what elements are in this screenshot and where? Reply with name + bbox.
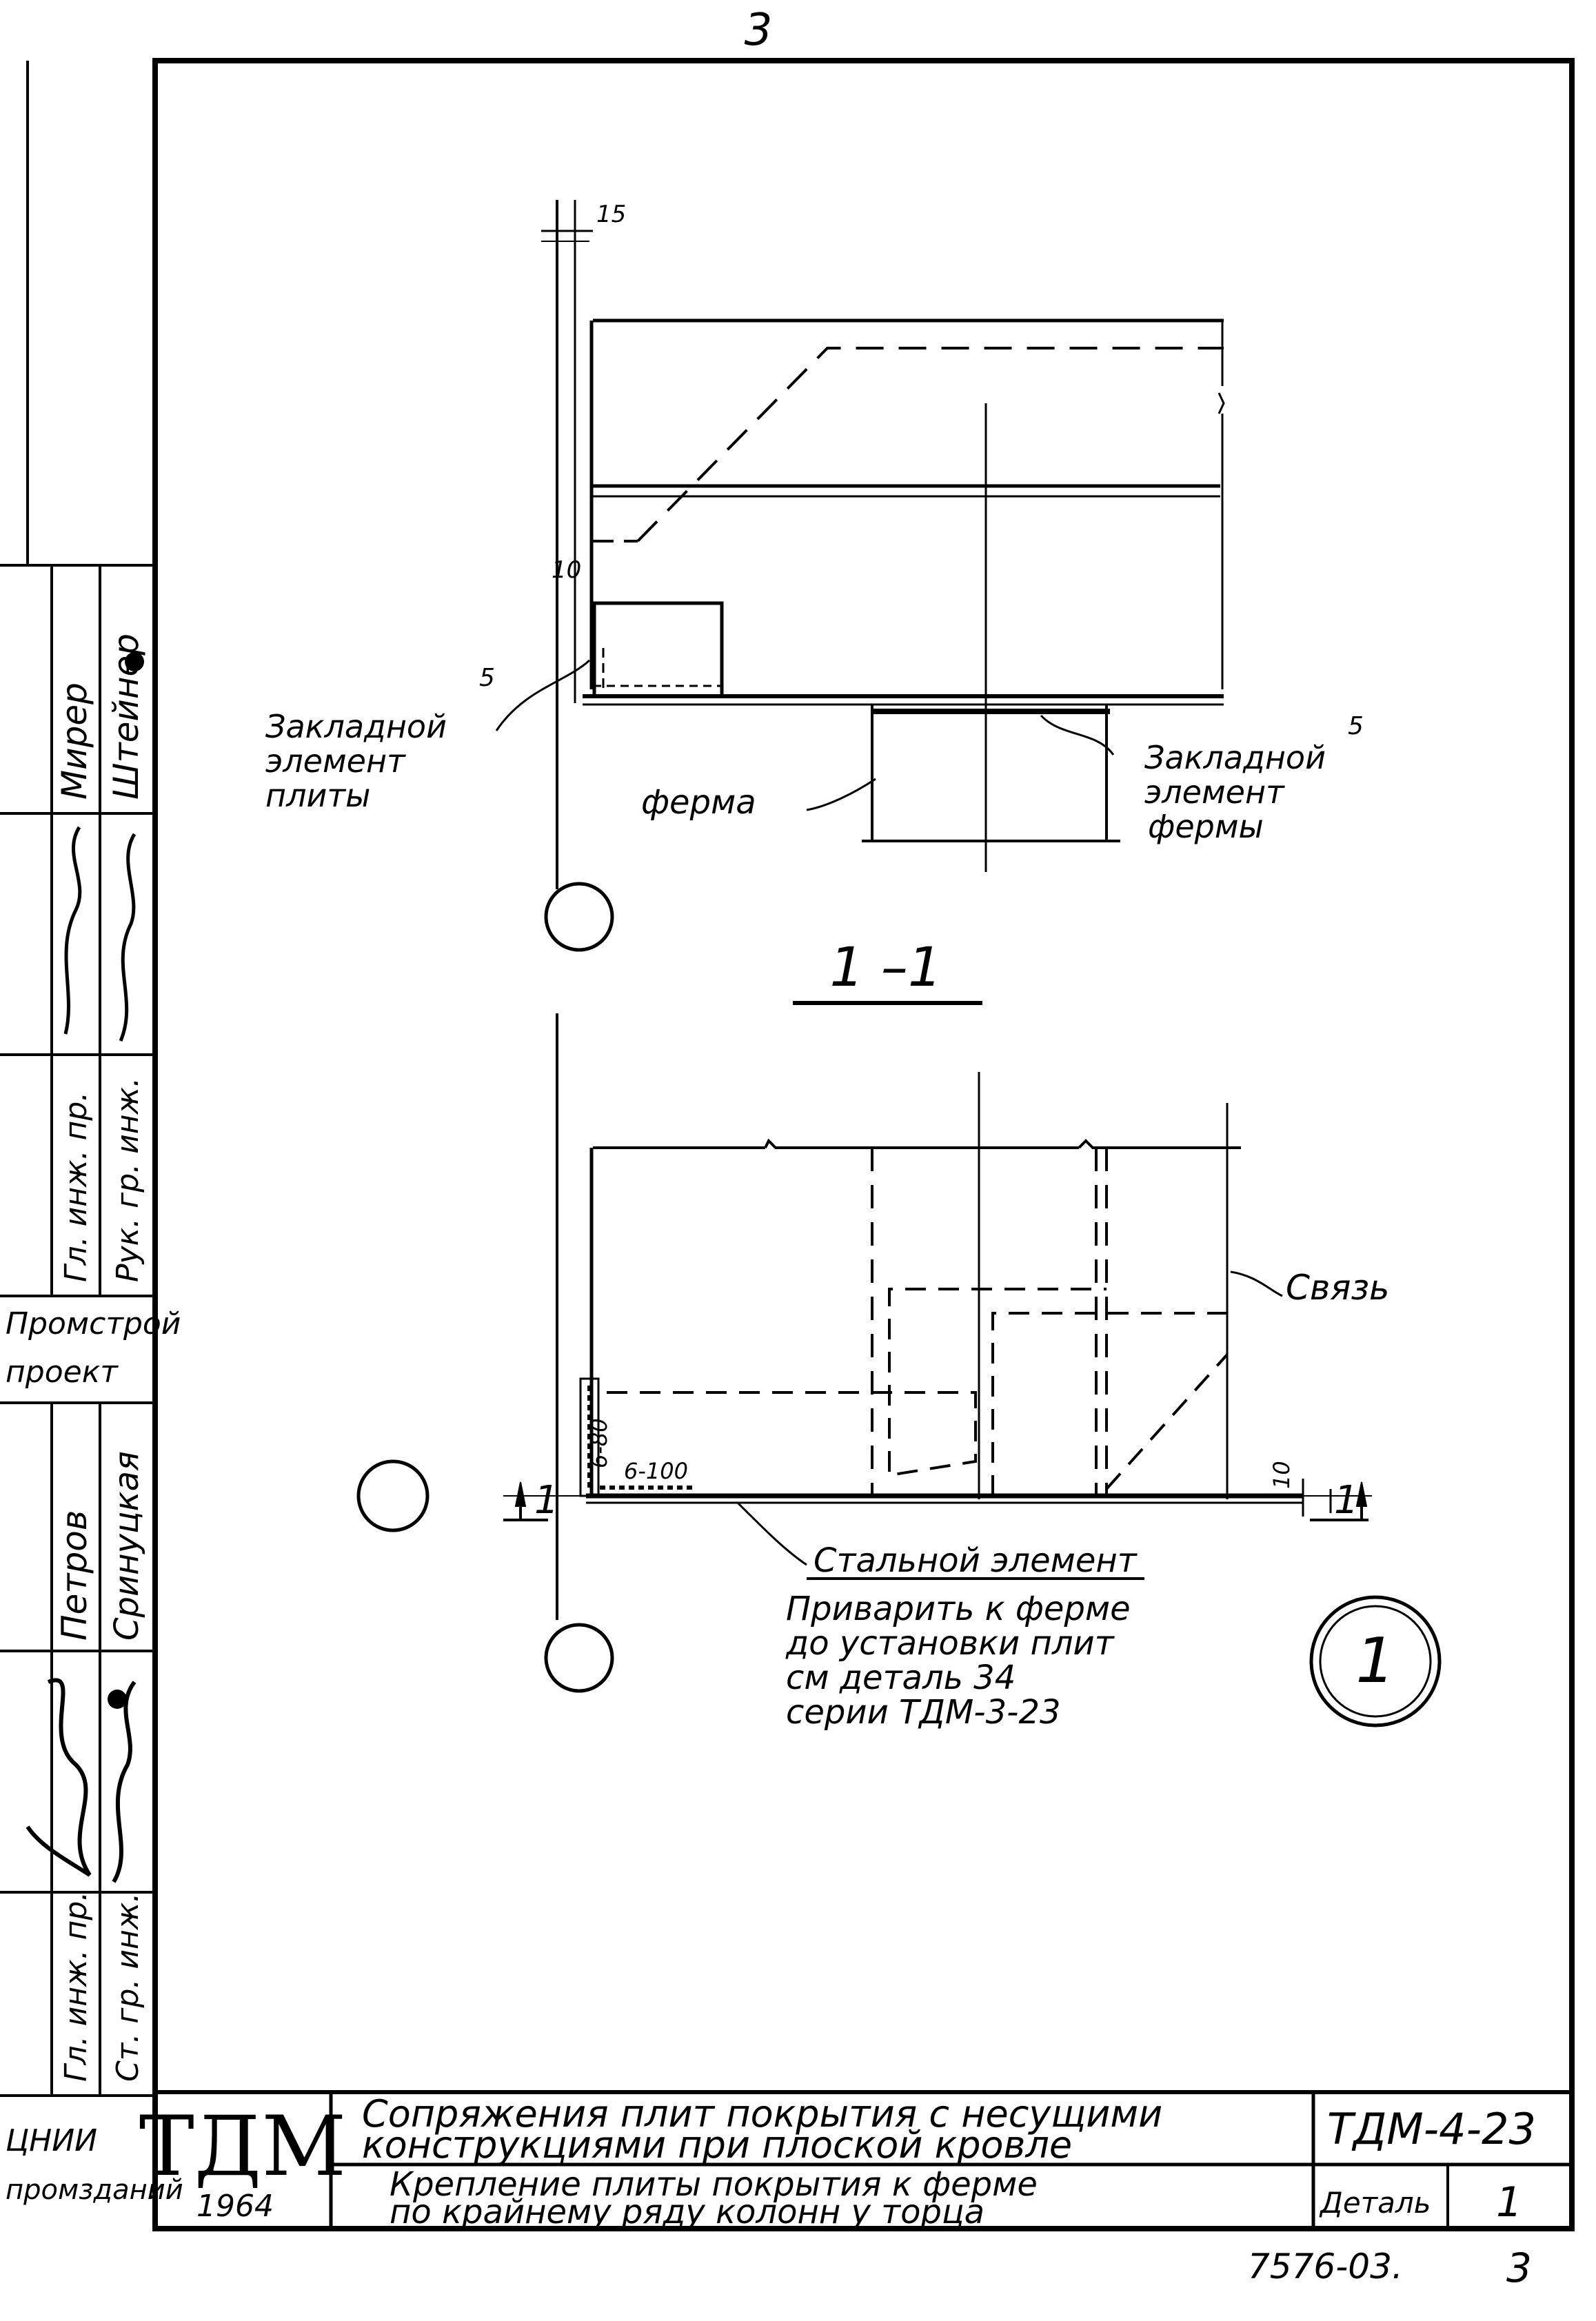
name-petrov: Петров <box>54 1510 94 1641</box>
name-mirer: Мирер <box>54 682 94 800</box>
label-truss: ферма <box>641 783 756 822</box>
title-block <box>155 2090 1572 2229</box>
note-line-2: до установки плит <box>785 1624 1115 1663</box>
note-line-4: серии ТДМ-3-23 <box>786 1693 1061 1732</box>
signature-strip <box>0 564 156 2227</box>
label-steel-element: Стальной элемент <box>814 1541 1138 1580</box>
superscript-plate: 5 <box>479 664 495 692</box>
sheet-code-bottom: 7576-03. <box>1248 2247 1403 2287</box>
cut-mark-right: 1 <box>1334 1478 1359 1523</box>
dim-6-100: 6-100 <box>624 1458 688 1484</box>
dim-10-upper: 10 <box>552 556 581 584</box>
note-line-3: см деталь 34 <box>786 1659 1016 1697</box>
logo-tdm: ТДМ <box>139 2099 346 2195</box>
org-tsnii: ЦНИИ <box>6 2123 97 2158</box>
signature-petrov <box>26 1678 92 1877</box>
org-proekt: проект <box>6 1355 119 1390</box>
ink-blot <box>108 1690 127 1709</box>
label-plate-element: элемент <box>265 742 406 780</box>
drawing-frame <box>26 58 1575 2231</box>
page-number-bottom: 3 <box>1506 2244 1532 2291</box>
superscript-truss: 5 <box>1348 712 1364 740</box>
year: 1964 <box>196 2189 274 2224</box>
section-title: 1 –1 <box>829 937 942 999</box>
label-truss-2: фермы <box>1148 808 1264 845</box>
signature-srinutskaya <box>112 1681 137 1883</box>
subtitle-line-2: по крайнему ряду колонн у торца <box>390 2193 984 2231</box>
role-group-head: Рук. гр. инж. <box>110 1077 145 1282</box>
detail-label: Деталь <box>1319 2186 1431 2220</box>
page-number-top: 3 <box>745 5 773 56</box>
signature-mirer <box>63 826 82 1035</box>
role-senior-engineer: Ст. гр. инж. <box>110 1893 145 2082</box>
dim-15: 15 <box>596 201 626 228</box>
detail-marker: 1 <box>1355 1625 1395 1697</box>
title-line-2: конструкциями при плоской кровле <box>362 2123 1072 2167</box>
label-tie: Связь <box>1286 1268 1390 1308</box>
truss-leader <box>806 778 876 811</box>
title-line-1: Сопряжения плит покрытия с несущими <box>362 2092 1162 2136</box>
label-plate: плиты <box>265 777 371 814</box>
signature-shteiner <box>119 833 137 1042</box>
lower-view <box>356 1013 1442 1727</box>
label-truss-element: элемент <box>1144 773 1285 811</box>
dim-6-80: 6-80 <box>586 1418 612 1468</box>
label-plate-embed: Закладной <box>265 708 447 745</box>
series-code: ТДМ-4-23 <box>1327 2104 1536 2154</box>
upper-view <box>495 200 1225 952</box>
org-promzdaniy: промзданий <box>6 2174 183 2206</box>
detail-number: 1 <box>1496 2178 1522 2227</box>
ink-blot-top <box>125 652 144 671</box>
subtitle-line-1: Крепление плиты покрытия к ферме <box>390 2165 1038 2204</box>
name-srinutskaya: Сринуцкая <box>108 1451 146 1641</box>
role-chief-engineer-2: Гл. инж. пр. <box>59 1892 94 2082</box>
org-promstroy: Промстрой <box>6 1306 181 1341</box>
cut-mark-left: 1 <box>534 1478 559 1523</box>
label-truss-embed: Закладной <box>1144 739 1326 776</box>
dim-10-lower: 10 <box>1269 1461 1295 1489</box>
role-chief-engineer: Гл. инж. пр. <box>59 1092 94 1282</box>
note-line-1: Приварить к ферме <box>786 1590 1131 1628</box>
